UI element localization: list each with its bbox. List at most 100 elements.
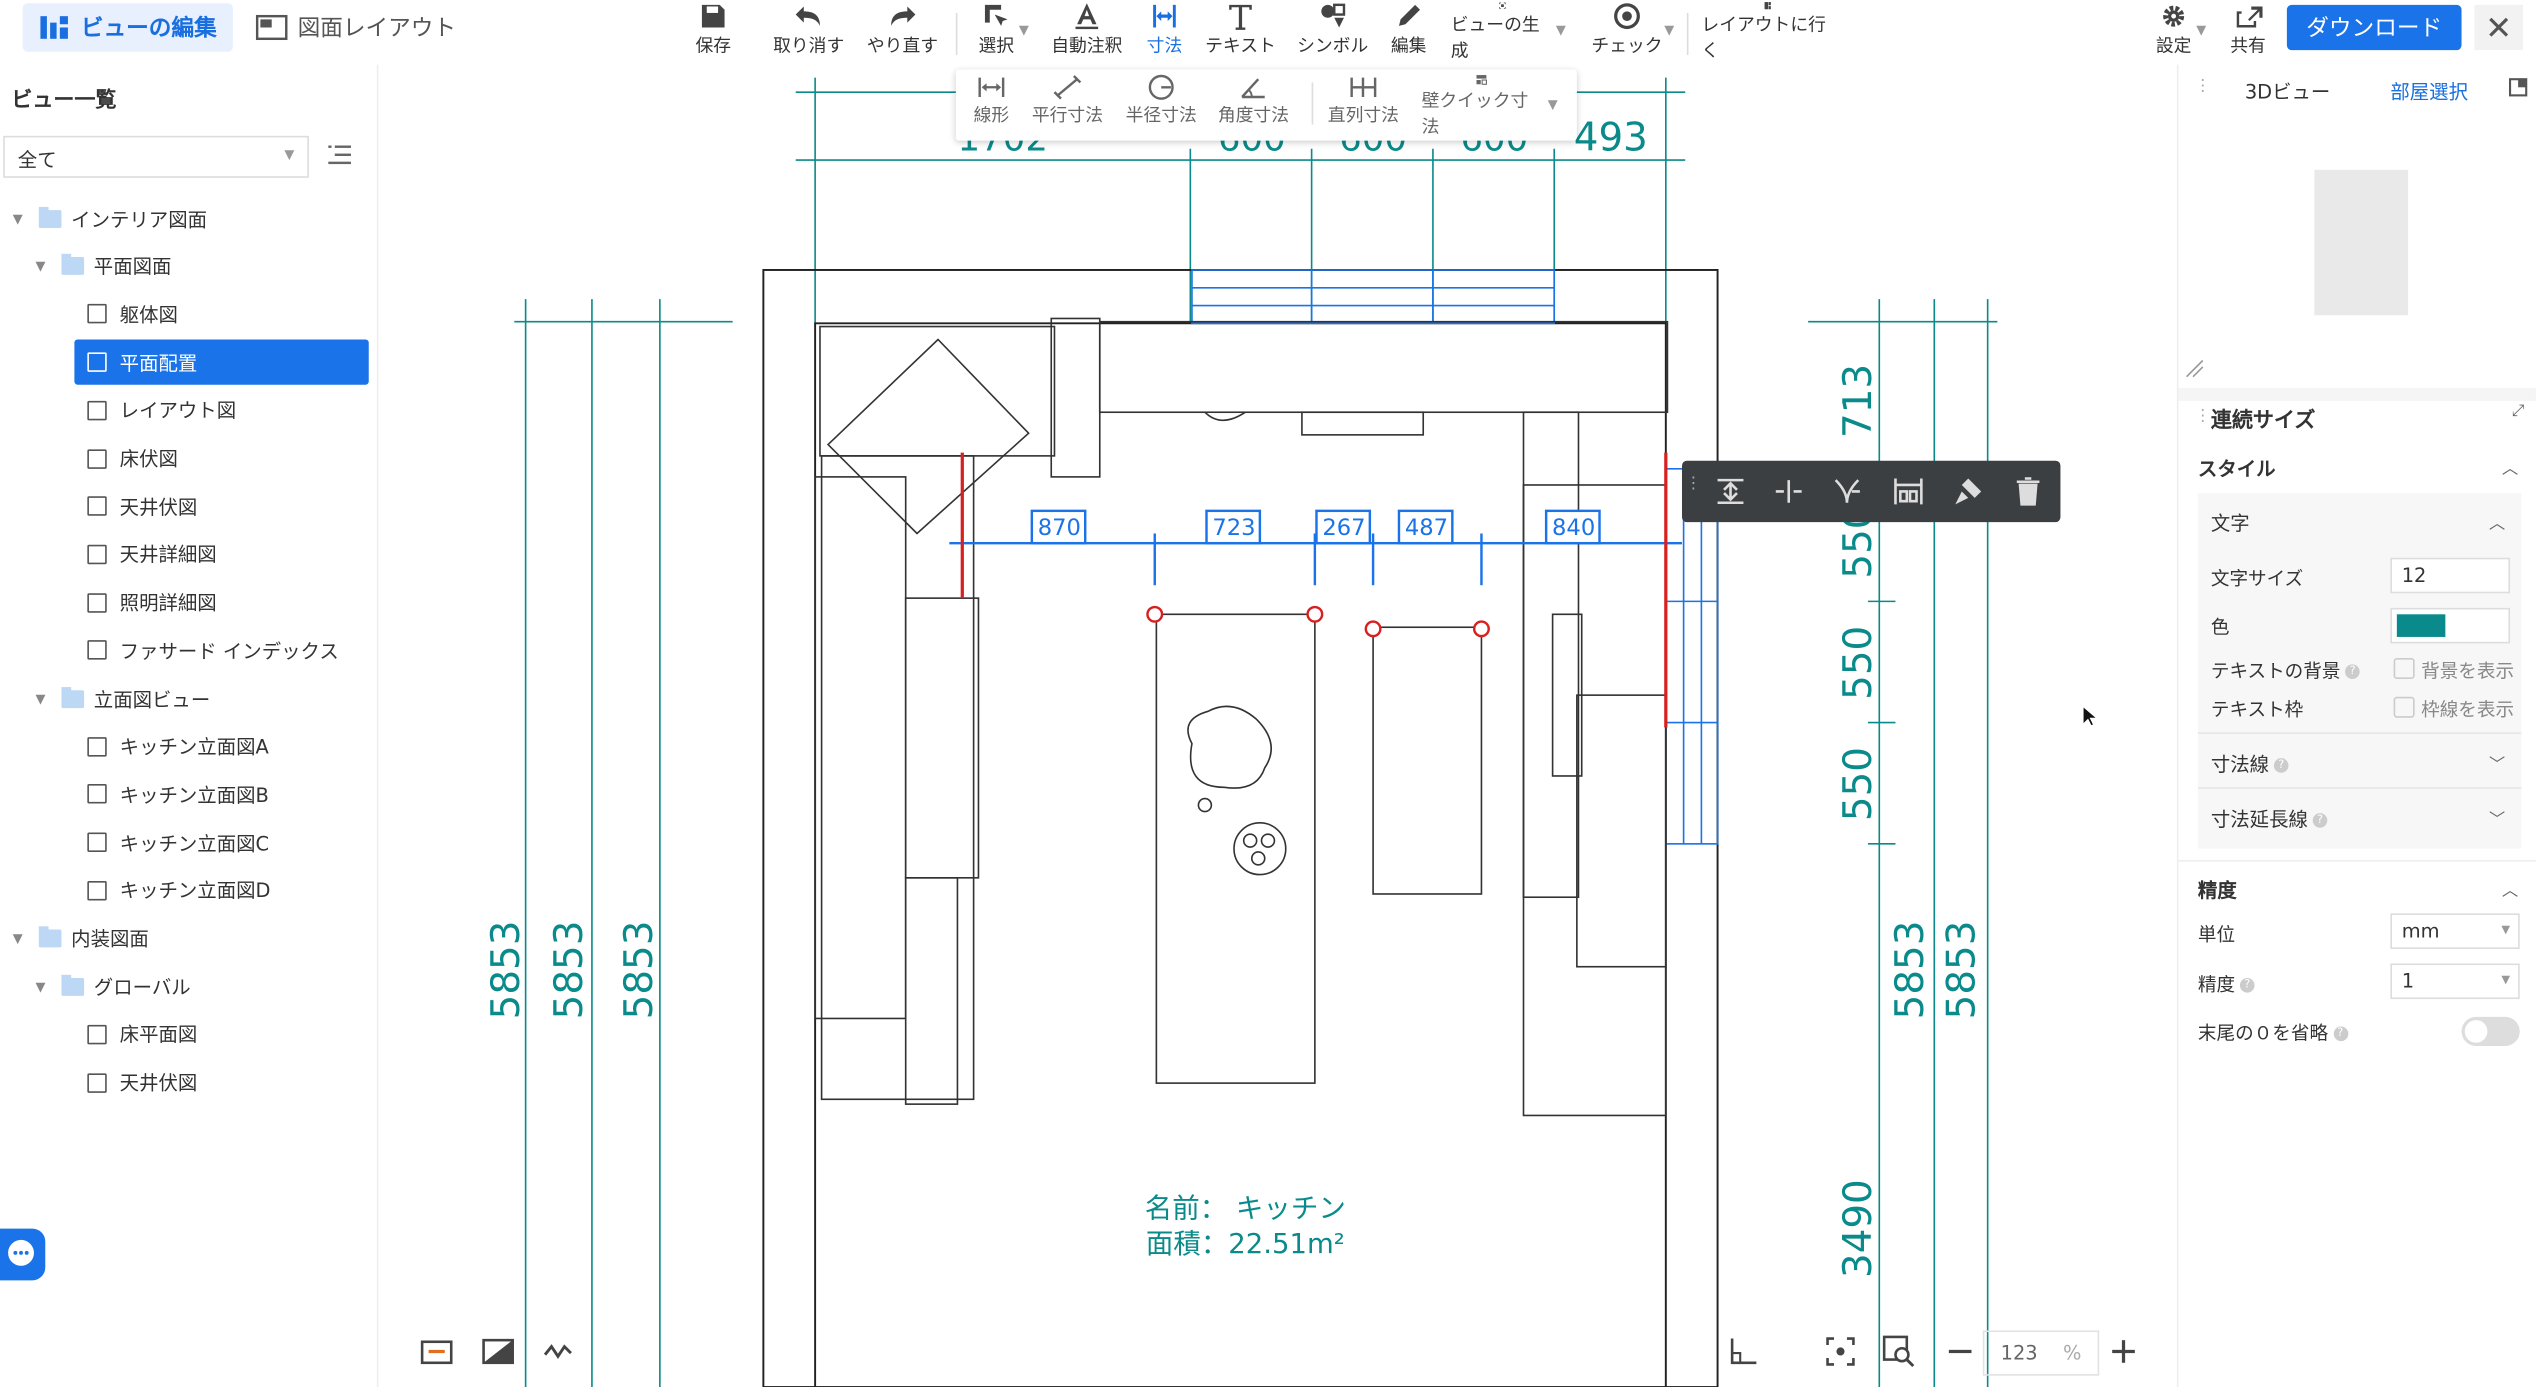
popout-icon[interactable] bbox=[2508, 78, 2528, 97]
view-filter-select[interactable]: 全て ▼ bbox=[3, 135, 309, 178]
drag-handle-icon[interactable]: ⋮ bbox=[2194, 77, 2211, 96]
measure-angle-icon[interactable] bbox=[1727, 1335, 1759, 1367]
chevron-up-icon[interactable]: ︿ bbox=[2501, 460, 2519, 479]
wall-quick-dim-dropdown-icon[interactable]: ▼ bbox=[1547, 96, 1558, 112]
zoom-region-icon[interactable] bbox=[1882, 1335, 1915, 1368]
chain-dim-267[interactable]: 267 bbox=[1322, 515, 1365, 541]
text-header[interactable]: 文字 bbox=[2210, 512, 2250, 536]
chain-dim-723[interactable]: 723 bbox=[1212, 515, 1255, 541]
add-dimension-point-icon[interactable] bbox=[1892, 475, 1924, 507]
settings-dropdown-icon[interactable]: ▼ bbox=[2196, 22, 2207, 38]
chain-dim-487[interactable]: 487 bbox=[1405, 515, 1448, 541]
zoom-level-input[interactable]: 123 % bbox=[1982, 1330, 2100, 1376]
zoom-out-icon[interactable] bbox=[1944, 1335, 1976, 1367]
radius-dim-button[interactable]: 半径寸法 bbox=[1126, 74, 1197, 139]
align-dimension-icon[interactable] bbox=[1714, 475, 1746, 507]
chain-dim-840[interactable]: 840 bbox=[1552, 515, 1595, 541]
symbol-button[interactable]: シンボル bbox=[1297, 2, 1368, 63]
precision-select[interactable]: 1▼ bbox=[2390, 963, 2520, 1000]
share-button[interactable]: 共有 bbox=[2229, 2, 2268, 63]
contrast-icon[interactable] bbox=[482, 1335, 514, 1367]
zoom-in-icon[interactable] bbox=[2107, 1335, 2139, 1367]
wall-quick-dim-button[interactable]: 壁クイック寸法 bbox=[1422, 74, 1542, 139]
tree-item[interactable]: ▼内装図面 bbox=[0, 916, 372, 961]
drag-handle-icon[interactable]: ⋮ bbox=[1685, 475, 1702, 494]
tree-item[interactable]: 床平面図 bbox=[0, 1012, 372, 1057]
tree-item[interactable]: 平面配置 bbox=[74, 339, 369, 385]
chevron-down-icon[interactable]: ﹀ bbox=[2489, 811, 2506, 830]
linear-dim-button[interactable]: 線形 bbox=[972, 74, 1011, 139]
expand-icon[interactable]: ⤢ bbox=[2511, 402, 2525, 421]
download-button[interactable]: ダウンロード bbox=[2286, 4, 2462, 51]
unit-select[interactable]: mm▼ bbox=[2390, 913, 2520, 949]
help-icon[interactable]: ? bbox=[2312, 813, 2328, 828]
right-dim-5853a[interactable]: 5853 bbox=[1888, 921, 1933, 1020]
save-button[interactable]: 保存 bbox=[694, 2, 733, 63]
drag-handle-icon[interactable]: ⋮ bbox=[2194, 407, 2211, 426]
tree-item[interactable]: ▼立面図ビュー bbox=[0, 676, 372, 721]
undo-button[interactable]: 取り消す bbox=[773, 2, 844, 63]
tab-edit-view[interactable]: ビューの編集 bbox=[22, 3, 233, 52]
tree-item[interactable]: 天井伏図 bbox=[0, 1060, 372, 1105]
chevron-down-icon[interactable]: ▼ bbox=[35, 979, 46, 994]
check-button[interactable]: チェック bbox=[1591, 2, 1663, 63]
tab-room-select[interactable]: 部屋選択 bbox=[2390, 80, 2469, 104]
right-dim-5853b[interactable]: 5853 bbox=[1940, 921, 1985, 1020]
tree-item[interactable]: キッチン立面図D bbox=[0, 868, 372, 913]
help-icon[interactable]: ? bbox=[2239, 978, 2255, 993]
drawing-canvas[interactable]: 1702 600 600 600 493 5853 5853 5853 713 … bbox=[378, 64, 2177, 1387]
tree-item[interactable]: キッチン立面図B bbox=[0, 772, 372, 817]
chain-dim-button[interactable]: 直列寸法 bbox=[1328, 74, 1399, 139]
tree-item[interactable]: 躯体図 bbox=[0, 292, 372, 337]
select-dropdown-icon[interactable]: ▼ bbox=[1018, 22, 1029, 38]
path-icon[interactable] bbox=[542, 1335, 574, 1367]
check-dropdown-icon[interactable]: ▼ bbox=[1664, 22, 1675, 38]
layer-icon[interactable] bbox=[420, 1335, 453, 1367]
precision-header[interactable]: 精度 bbox=[2197, 879, 2237, 903]
tree-item[interactable]: 照明詳細図 bbox=[0, 580, 372, 625]
help-icon[interactable]: ? bbox=[2332, 1026, 2348, 1042]
right-dim-3490[interactable]: 3490 bbox=[1836, 1179, 1881, 1278]
go-to-layout-button[interactable]: レイアウトに行く bbox=[1701, 2, 1834, 63]
left-dim-2[interactable]: 5853 bbox=[547, 921, 592, 1020]
chain-dim-870[interactable]: 870 bbox=[1038, 515, 1081, 541]
help-icon[interactable]: ? bbox=[2273, 758, 2289, 773]
split-dimension-icon[interactable] bbox=[1773, 475, 1805, 507]
tree-item[interactable]: キッチン立面図A bbox=[0, 724, 372, 769]
dim-line-header[interactable]: 寸法線? bbox=[2211, 750, 2289, 777]
chevron-down-icon[interactable]: ﹀ bbox=[2489, 756, 2506, 775]
floor-plan-drawing[interactable]: 1702 600 600 600 493 5853 5853 5853 713 … bbox=[378, 65, 2176, 1387]
tree-item[interactable]: ▼グローバル bbox=[0, 964, 372, 1009]
left-dim-1[interactable]: 5853 bbox=[484, 921, 529, 1020]
resize-handle-icon[interactable] bbox=[2185, 359, 2204, 378]
chevron-down-icon[interactable]: ▼ bbox=[12, 931, 23, 946]
font-size-input[interactable]: 12 bbox=[2390, 557, 2511, 594]
redo-button[interactable]: やり直す bbox=[867, 2, 938, 63]
right-dim-713[interactable]: 713 bbox=[1836, 364, 1881, 438]
chevron-up-icon[interactable]: ︿ bbox=[2489, 515, 2506, 534]
room-3d-preview[interactable] bbox=[2314, 169, 2409, 316]
select-button[interactable]: 選択 bbox=[974, 2, 1019, 63]
tree-item[interactable]: レイアウト図 bbox=[0, 388, 372, 433]
merge-dimension-icon[interactable] bbox=[1831, 475, 1863, 507]
top-dim-5[interactable]: 493 bbox=[1574, 115, 1648, 160]
auto-annotate-button[interactable]: 自動注釈 bbox=[1051, 2, 1122, 63]
tree-item[interactable]: 天井伏図 bbox=[0, 484, 372, 529]
generate-view-dropdown-icon[interactable]: ▼ bbox=[1555, 22, 1566, 38]
generate-view-button[interactable]: ビューの生成 bbox=[1451, 2, 1555, 63]
close-button[interactable]: ✕ bbox=[2474, 4, 2523, 51]
tab-3d-view[interactable]: 3Dビュー bbox=[2244, 80, 2331, 104]
angle-dim-button[interactable]: 角度寸法 bbox=[1218, 74, 1289, 139]
show-bg-checkbox[interactable] bbox=[2393, 657, 2415, 679]
chevron-up-icon[interactable]: ︿ bbox=[2501, 882, 2519, 901]
help-icon[interactable]: ? bbox=[2345, 664, 2360, 679]
tab-layout[interactable]: 図面レイアウト bbox=[239, 3, 472, 51]
chevron-down-icon[interactable]: ▼ bbox=[35, 258, 46, 274]
chevron-down-icon[interactable]: ▼ bbox=[35, 691, 46, 706]
text-button[interactable]: テキスト bbox=[1205, 2, 1276, 63]
chevron-down-icon[interactable]: ▼ bbox=[12, 210, 23, 226]
chat-button[interactable] bbox=[0, 1228, 46, 1281]
tree-item[interactable]: ファサード インデックス bbox=[0, 628, 372, 673]
tree-item[interactable]: 天井詳細図 bbox=[0, 532, 372, 577]
list-options-icon[interactable] bbox=[327, 142, 353, 168]
